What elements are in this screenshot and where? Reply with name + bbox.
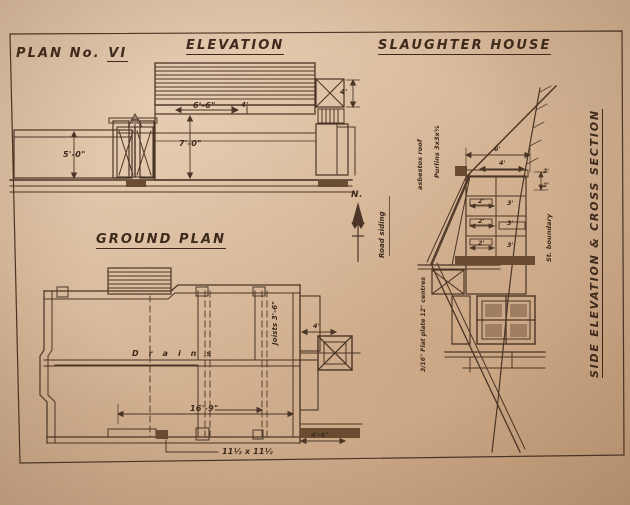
side-section-dim-stall-c: 3' <box>507 241 514 249</box>
side-section-dim-eave-a: 2' <box>543 168 550 175</box>
side-section-dim-bay: 4' <box>499 159 506 167</box>
plan-number-label: PLAN No. VI <box>16 46 129 62</box>
elevation-title: ELEVATION <box>186 38 285 55</box>
plan-number-value: VI <box>107 46 129 62</box>
side-section-note-boundary: St. boundary <box>545 213 553 262</box>
ground-plan-label-post: 11½ x 11½ <box>222 447 273 456</box>
elevation-dim-eaves-offset: 6'-6" <box>193 101 216 110</box>
ground-plan-label-drains: D r a i n s <box>132 349 215 358</box>
side-section-dim-stall-b: 3' <box>507 219 514 227</box>
side-section-dim-eave-b: 2' <box>543 182 550 189</box>
side-section-dim-pen-a: 2' <box>478 197 485 205</box>
elevation-dim-wall-height: 7'-0" <box>179 139 202 148</box>
road-edge-line <box>389 196 390 256</box>
compass-label: N. <box>351 190 364 200</box>
side-section-note-plate: 3/16" Flat plate 12" centres <box>420 276 427 372</box>
side-section-dim-stall-a: 3' <box>507 199 514 207</box>
sheet-title: SLAUGHTER HOUSE <box>378 38 552 55</box>
elevation-dim-gable-height: 4' <box>340 88 348 96</box>
side-section-dim-pen-c: 2' <box>478 239 485 247</box>
side-section-dim-span: 6' <box>494 145 501 153</box>
ground-plan-title: GROUND PLAN <box>96 232 227 249</box>
side-section-dim-pen-b: 2' <box>478 217 485 225</box>
elevation-dim-vent-width: 4' <box>241 101 249 109</box>
ground-plan-dim-pen-width: 4' <box>313 322 320 330</box>
ground-plan-dim-yard-width: 4'-6" <box>311 431 329 439</box>
elevation-dim-fence-height: 5'-0" <box>63 150 86 159</box>
ground-plan-dim-bay-length: 16'-9" <box>190 404 219 413</box>
north-arrow-icon <box>351 202 365 262</box>
side-section-note-purlins: Purlins 3x3x⅜ <box>433 125 441 178</box>
side-section-note-roof: asbestos roof <box>416 139 424 190</box>
